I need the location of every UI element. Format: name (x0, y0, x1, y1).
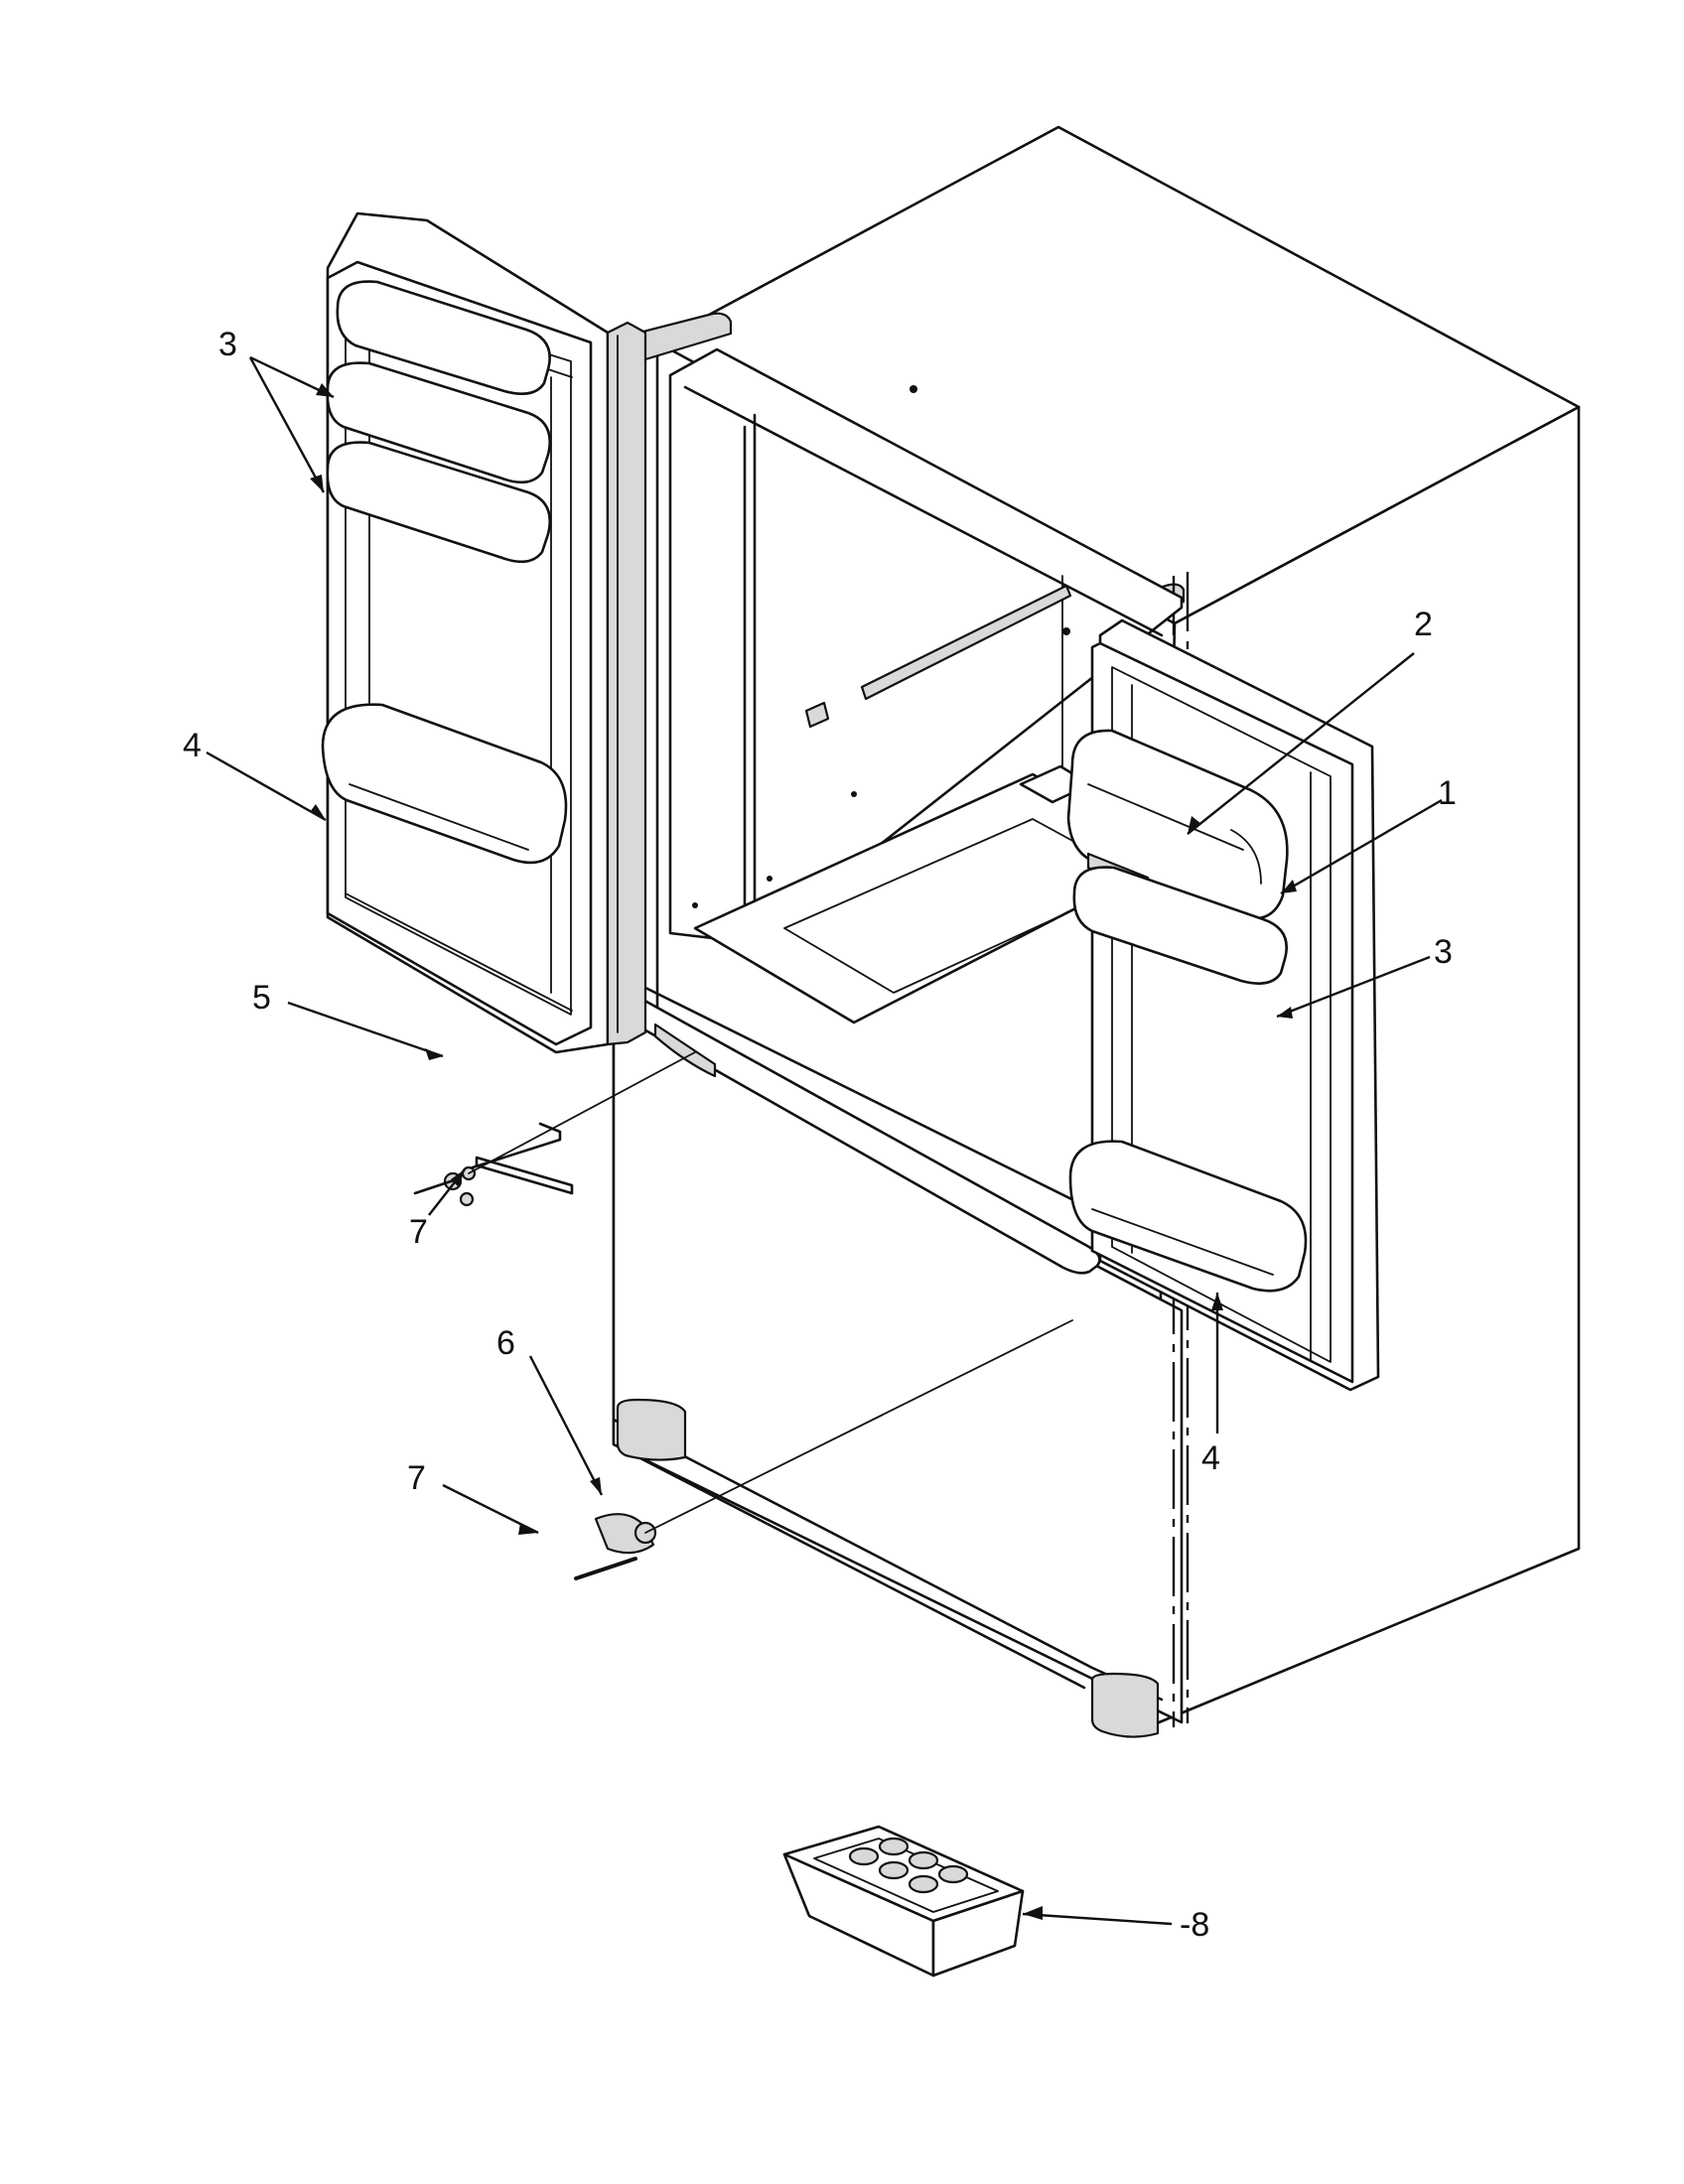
left-hinge-part-5 (413, 1122, 574, 1207)
cabinet-interior (668, 347, 1184, 1024)
callout-4-left: 4 (183, 727, 202, 764)
leader-arrowheads (310, 383, 1297, 1920)
bottom-hinge-part-6 (574, 1319, 1073, 1580)
callout-7-upper: 7 (409, 1213, 428, 1251)
right-door (1066, 618, 1380, 1392)
callout-2: 2 (1414, 606, 1433, 643)
screw-part-7-upper (461, 1051, 696, 1181)
callout-labels: 1 2 3 3 4 4 5 6 7 7 -8 (183, 326, 1457, 1944)
left-door (321, 211, 647, 1054)
callout-7-lower: 7 (407, 1459, 426, 1497)
callout-8: -8 (1180, 1906, 1209, 1944)
leader-lines (206, 355, 1443, 1926)
callout-4-right: 4 (1201, 1439, 1220, 1477)
callout-3-right: 3 (1434, 933, 1453, 971)
egg-tray-part-8 (782, 1825, 1025, 1978)
right-door-bins (1068, 866, 1308, 1293)
callout-5: 5 (252, 979, 271, 1017)
left-door-lower-bin (321, 703, 568, 865)
callout-1: 1 (1438, 774, 1457, 812)
callout-6: 6 (496, 1324, 515, 1362)
callout-3-left: 3 (218, 326, 237, 363)
left-door-upper-bins (326, 280, 552, 564)
